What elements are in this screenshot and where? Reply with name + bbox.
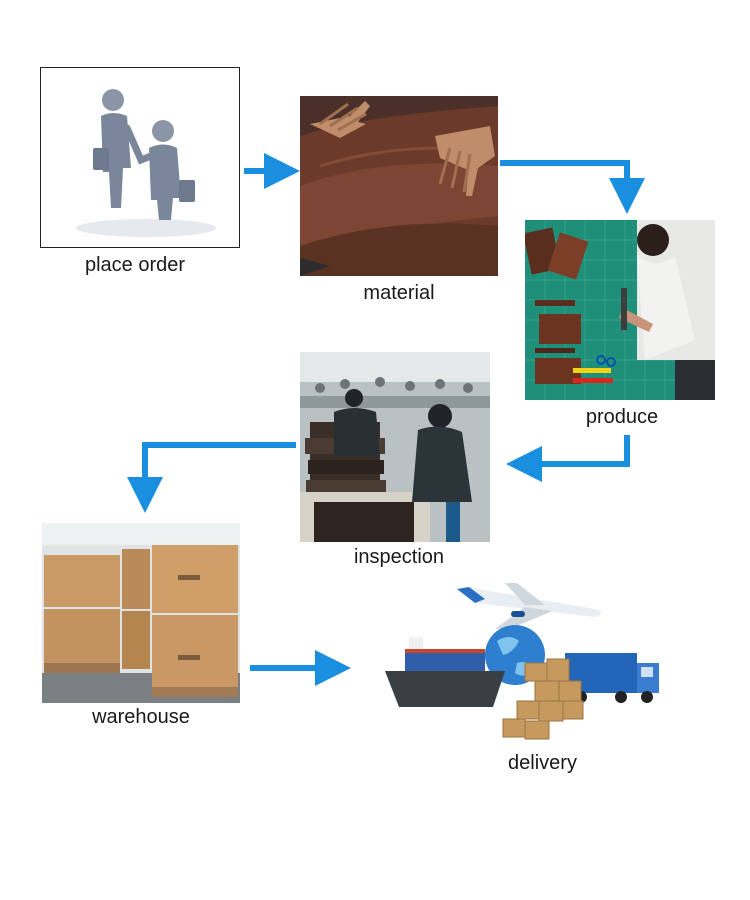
delivery-image (385, 567, 665, 747)
step-label: inspection (353, 546, 445, 568)
material-image (300, 96, 498, 276)
step-label: produce (585, 406, 659, 428)
step-label: warehouse (92, 706, 190, 728)
warehouse-image (42, 523, 240, 703)
arrow-inspection-to-warehouse (127, 442, 296, 513)
step-label: place order (84, 254, 186, 276)
inspection-image (300, 352, 490, 542)
produce-image (525, 220, 715, 400)
step-label: delivery (508, 752, 577, 774)
place-order-image (40, 67, 240, 248)
arrow-material-to-produce (500, 160, 645, 214)
step-label: material (363, 282, 435, 304)
arrow-produce-to-inspection (506, 435, 630, 482)
